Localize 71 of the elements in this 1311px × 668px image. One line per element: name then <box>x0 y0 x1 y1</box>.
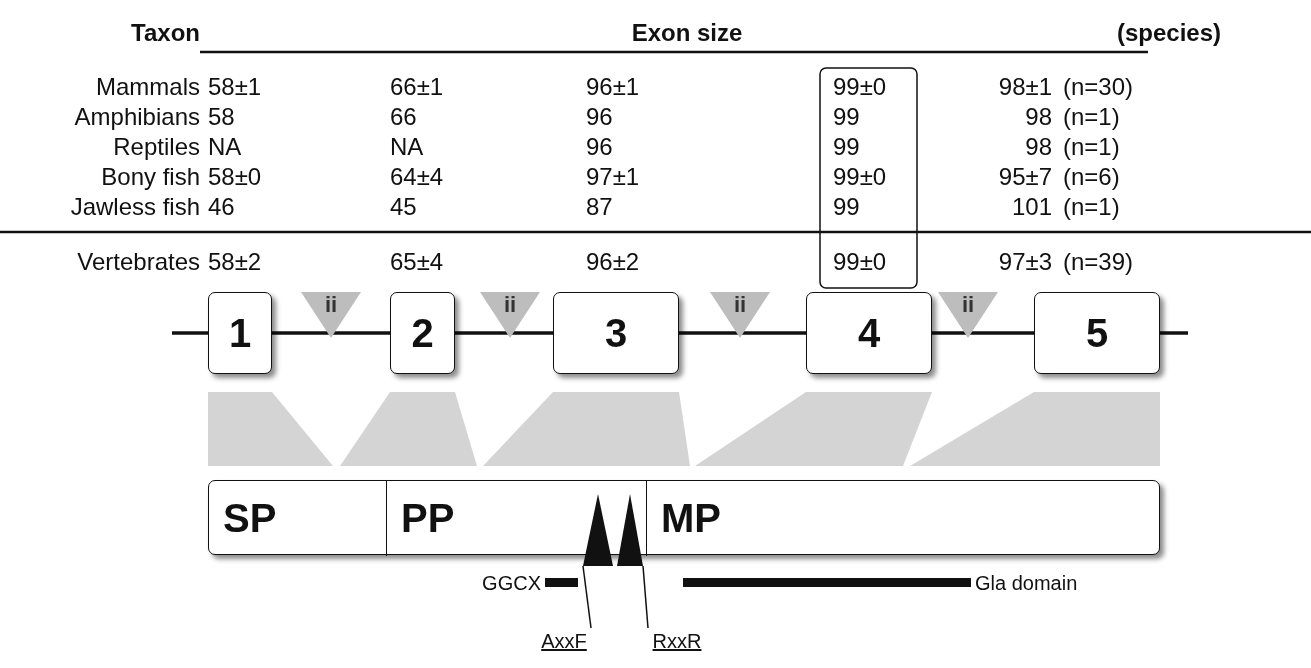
intron-triangle: ii <box>301 292 361 338</box>
exon-box: 2 <box>390 292 455 374</box>
table-cell: 58±1 <box>208 75 262 99</box>
table-cell: 99±0 <box>833 165 887 189</box>
taxon-name: Reptiles <box>113 135 200 159</box>
table-cell: 98 <box>1025 105 1052 129</box>
table-cell: 45 <box>390 195 417 219</box>
motif-label: AxxF <box>537 628 591 654</box>
table-cell: 99 <box>833 195 860 219</box>
intron-line <box>272 331 390 335</box>
table-cell: 97±3 <box>998 250 1052 274</box>
intron-line <box>172 331 208 335</box>
table-cell: NA <box>390 135 424 159</box>
intron-line <box>932 331 1034 335</box>
table-cell: 87 <box>586 195 613 219</box>
table-cell: (n=1) <box>1063 105 1120 129</box>
table-cell: NA <box>208 135 242 159</box>
table-cell: 58±2 <box>208 250 262 274</box>
region-label: Gla domain <box>975 573 1078 593</box>
table-cell: 46 <box>208 195 235 219</box>
intron-triangle: ii <box>938 292 998 338</box>
table-cell: 96 <box>586 135 613 159</box>
intron-triangle: ii <box>710 292 770 338</box>
table-cell: (n=1) <box>1063 195 1120 219</box>
region-label: GGCX <box>482 573 541 593</box>
table-cell: 99±0 <box>833 250 887 274</box>
table-cell: 66±1 <box>390 75 444 99</box>
exon-box: 3 <box>553 292 679 374</box>
table-cell: 98 <box>1025 135 1052 159</box>
table-cell: 95±7 <box>998 165 1052 189</box>
table-cell: 96 <box>586 105 613 129</box>
exon-box: 1 <box>208 292 272 374</box>
leader-line <box>582 565 592 629</box>
taxon-name: Amphibians <box>74 105 200 129</box>
table-cell: 65±4 <box>390 250 444 274</box>
protein-domain: MP <box>646 481 1161 556</box>
column-header: Taxon <box>131 21 200 45</box>
motif-label: RxxR <box>648 628 706 654</box>
leader-line <box>642 565 649 629</box>
table-cell: (n=1) <box>1063 135 1120 159</box>
table-cell: 58±0 <box>208 165 262 189</box>
table-cell: 97±1 <box>586 165 640 189</box>
table-cell: 99±0 <box>833 75 887 99</box>
protein-bar <box>208 480 1160 555</box>
table-cell: 99 <box>833 135 860 159</box>
taxon-name: Mammals <box>96 75 200 99</box>
table-cell: 98±1 <box>998 75 1052 99</box>
intron-line <box>1160 331 1188 335</box>
exon-box: 5 <box>1034 292 1160 374</box>
column-header: (species) <box>1117 21 1222 45</box>
taxon-name: Bony fish <box>101 165 200 189</box>
table-cell: 96±2 <box>586 250 640 274</box>
table-cell: 96±1 <box>586 75 640 99</box>
cleavage-triangle <box>617 494 643 566</box>
intron-triangle: ii <box>480 292 540 338</box>
table-cell: (n=39) <box>1063 250 1134 274</box>
table-cell: 66 <box>390 105 417 129</box>
intron-line <box>455 331 553 335</box>
protein-domain: SP <box>209 481 386 556</box>
table-cell: 101 <box>1011 195 1052 219</box>
table-cell: 99 <box>833 105 860 129</box>
table-cell: 64±4 <box>390 165 444 189</box>
table-cell: 58 <box>208 105 235 129</box>
column-header: Exon size <box>631 21 743 45</box>
intron-line <box>679 331 806 335</box>
cleavage-triangle <box>583 494 613 566</box>
exon-box: 4 <box>806 292 932 374</box>
taxon-name: Vertebrates <box>77 250 200 274</box>
table-cell: (n=6) <box>1063 165 1120 189</box>
table-cell: (n=30) <box>1063 75 1134 99</box>
taxon-name: Jawless fish <box>70 195 200 219</box>
